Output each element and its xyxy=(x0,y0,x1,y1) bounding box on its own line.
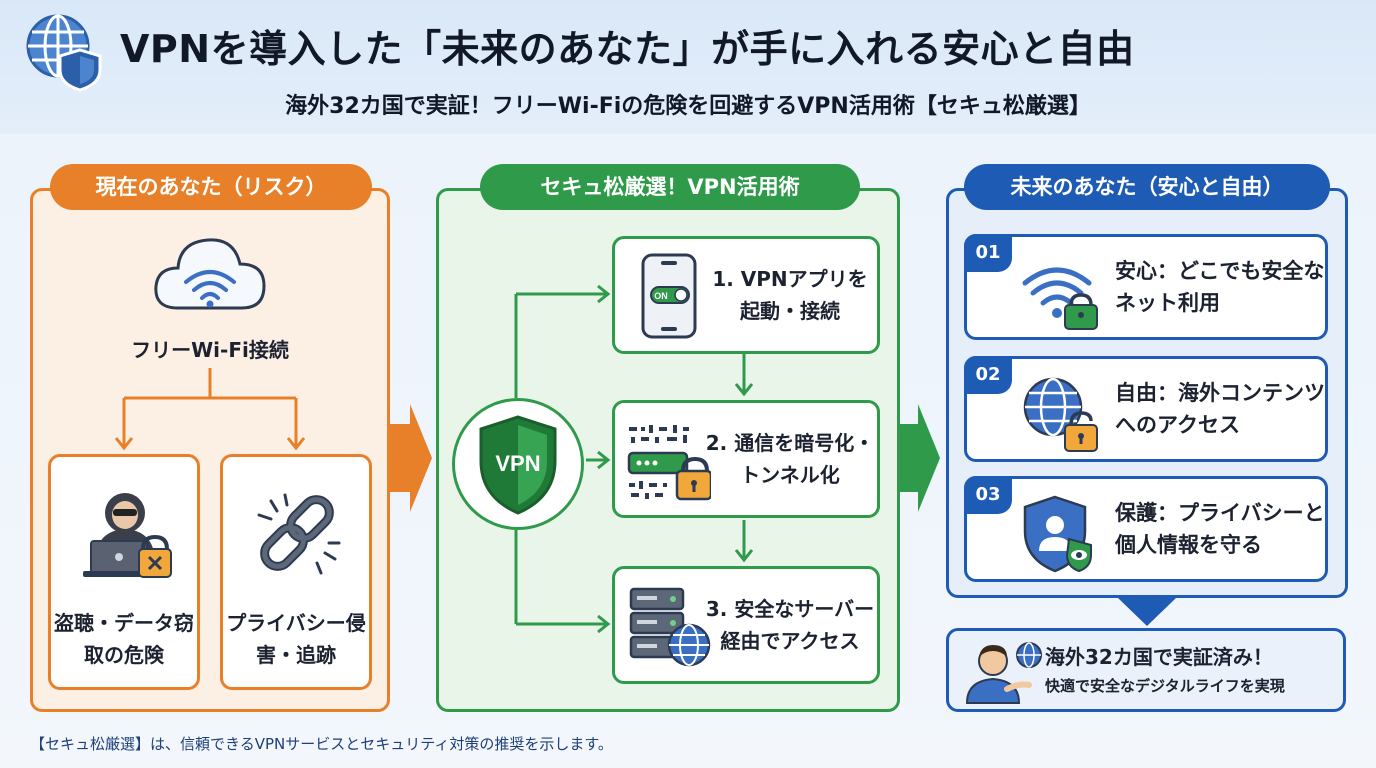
step-card-server: 3. 安全なサーバー経由でアクセス xyxy=(612,566,880,684)
vpn-panel-title: セキュ松厳選！VPN活用術 xyxy=(480,164,860,210)
page-subtitle: 海外32カ国で実証！フリーWi-Fiの危険を回避するVPN活用術【セキュ松厳選】 xyxy=(285,94,1091,119)
risk-card-eavesdrop-text: 盗聴・データ窃取の危険 xyxy=(54,611,194,667)
globe-unlock-icon xyxy=(1023,377,1098,452)
future-card-number: 01 xyxy=(964,234,1012,272)
future-panel-title: 未来のあなた（安心と自由） xyxy=(964,164,1330,210)
wifi-lock-icon xyxy=(1022,267,1098,330)
future-card-number: 03 xyxy=(964,476,1012,514)
risk-card-privacy-text: プライバシー侵害・追跡 xyxy=(226,611,366,667)
future-card-safety: 01 安心：どこでも安全なネット利用 xyxy=(964,234,1328,340)
person-globe-icon xyxy=(965,642,1042,704)
shield-user-eye-icon xyxy=(1023,495,1092,573)
phone-toggle-icon: ON xyxy=(641,253,697,339)
broken-chain-icon xyxy=(257,493,341,575)
future-card-protection: 03 保護：プライバシーと個人情報を守る xyxy=(964,476,1328,582)
risk-card-eavesdrop: 盗聴・データ窃取の危険 xyxy=(48,454,200,690)
step-2-text: 2. 通信を暗号化・トンネル化 xyxy=(705,431,875,487)
step-card-connect: ON 1. VPNアプリを起動・接続 xyxy=(612,236,880,354)
future-card-freedom: 02 自由：海外コンテンツへのアクセス xyxy=(964,356,1328,462)
step-card-encrypt: 2. 通信を暗号化・トンネル化 xyxy=(612,400,880,518)
step-3-text: 3. 安全なサーバー経由でアクセス xyxy=(705,597,875,653)
proof-subtitle: 快適で安全なデジタルライフを実現 xyxy=(1045,677,1285,695)
globe-shield-icon xyxy=(26,14,102,92)
server-globe-icon xyxy=(629,587,711,667)
vpn-badge-label: VPN xyxy=(495,451,540,476)
vpn-badge: VPN xyxy=(452,398,584,530)
header-banner: VPNを導入した「未来のあなた」が手に入れる安心と自由 海外32カ国で実証！フリ… xyxy=(0,0,1376,134)
proof-title: 海外32カ国で実証済み！ xyxy=(1045,645,1273,669)
hacker-lock-icon xyxy=(83,493,172,578)
risk-card-privacy: プライバシー侵害・追跡 xyxy=(220,454,372,690)
toggle-on-label: ON xyxy=(654,291,668,301)
vpn-shield-icon: VPN xyxy=(479,415,557,515)
encrypted-tunnel-icon xyxy=(627,425,711,501)
free-wifi-label: フリーWi-Fi接続 xyxy=(131,338,289,362)
proof-box: 海外32カ国で実証済み！ 快適で安全なデジタルライフを実現 xyxy=(946,628,1346,712)
cloud-wifi-icon xyxy=(154,238,266,310)
risk-panel-title: 現在のあなた（リスク） xyxy=(50,164,372,210)
future-card-text: 安心：どこでも安全なネット利用 xyxy=(1115,259,1325,315)
footer-note: 【セキュ松厳選】は、信頼できるVPNサービスとセキュリティ対策の推奨を示します。 xyxy=(30,735,613,753)
future-card-number: 02 xyxy=(964,356,1012,394)
step-1-text: 1. VPNアプリを起動・接続 xyxy=(712,267,868,323)
future-card-text: 保護：プライバシーと個人情報を守る xyxy=(1115,501,1325,557)
page-title: VPNを導入した「未来のあなた」が手に入れる安心と自由 xyxy=(120,27,1135,71)
future-card-text: 自由：海外コンテンツへのアクセス xyxy=(1115,381,1325,437)
